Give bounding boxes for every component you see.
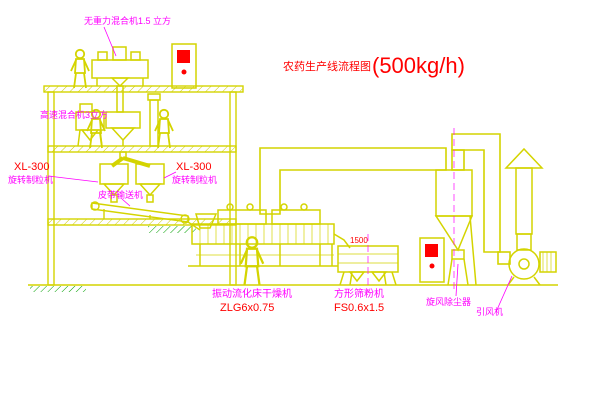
ground-hatch <box>30 286 86 292</box>
label-granulator-left-name: 旋转制粒机 <box>8 174 53 185</box>
high-speed-mixer <box>75 103 105 147</box>
building-frame <box>28 85 558 292</box>
label-gravity-mixer: 无重力混合机1.5 立方 <box>84 15 171 26</box>
cyclone-separator <box>434 169 477 286</box>
fluid-bed-dryer <box>188 203 351 267</box>
label-dryer-name: 振动流化床干燥机 <box>212 287 292 300</box>
cabinet-indicator-panel <box>177 50 190 63</box>
label-granulator-right-model: XL-300 <box>176 161 211 173</box>
ground-hatch <box>148 226 196 233</box>
person-figure <box>70 48 90 89</box>
exhaust-stack <box>504 147 544 235</box>
label-granulator-right-name: 旋转制粒机 <box>172 174 217 185</box>
gravity-mixer <box>91 46 149 113</box>
label-fan: 引风机 <box>476 306 503 317</box>
induced-draft-fan <box>507 233 557 286</box>
cabinet-indicator-light <box>181 69 187 75</box>
diagram-capacity: (500kg/h) <box>372 53 465 78</box>
label-sieve-model: FS0.6x1.5 <box>334 302 384 314</box>
bucket-elevator <box>147 93 161 147</box>
label-dryer-model: ZLG6x0.75 <box>220 302 274 314</box>
belt-conveyor <box>90 201 201 231</box>
cabinet-indicator-light <box>429 263 435 269</box>
label-belt-conveyor: 皮带输送机 <box>98 189 143 200</box>
control-cabinet-lower <box>419 237 445 283</box>
feed-hopper <box>105 111 141 146</box>
label-sieve-dim: 1500 <box>350 236 368 245</box>
label-cyclone: 旋风除尘器 <box>426 296 471 307</box>
control-cabinet-upper <box>171 43 197 89</box>
cabinet-indicator-panel <box>425 244 438 257</box>
granulator-right <box>135 163 165 203</box>
diagram-title: 农药生产线流程图 <box>283 59 371 73</box>
granulator-left <box>99 163 129 203</box>
label-granulator-left-model: XL-300 <box>14 161 49 173</box>
leader-lines <box>47 26 513 313</box>
exhaust-duct-dryer-to-cyclone <box>259 147 447 215</box>
label-sieve-name: 方形筛粉机 <box>334 287 384 300</box>
label-high-speed-mixer: 高速混合机3立方 <box>40 109 108 120</box>
fan-motor <box>539 251 557 273</box>
cyclone-discharge <box>451 249 465 260</box>
